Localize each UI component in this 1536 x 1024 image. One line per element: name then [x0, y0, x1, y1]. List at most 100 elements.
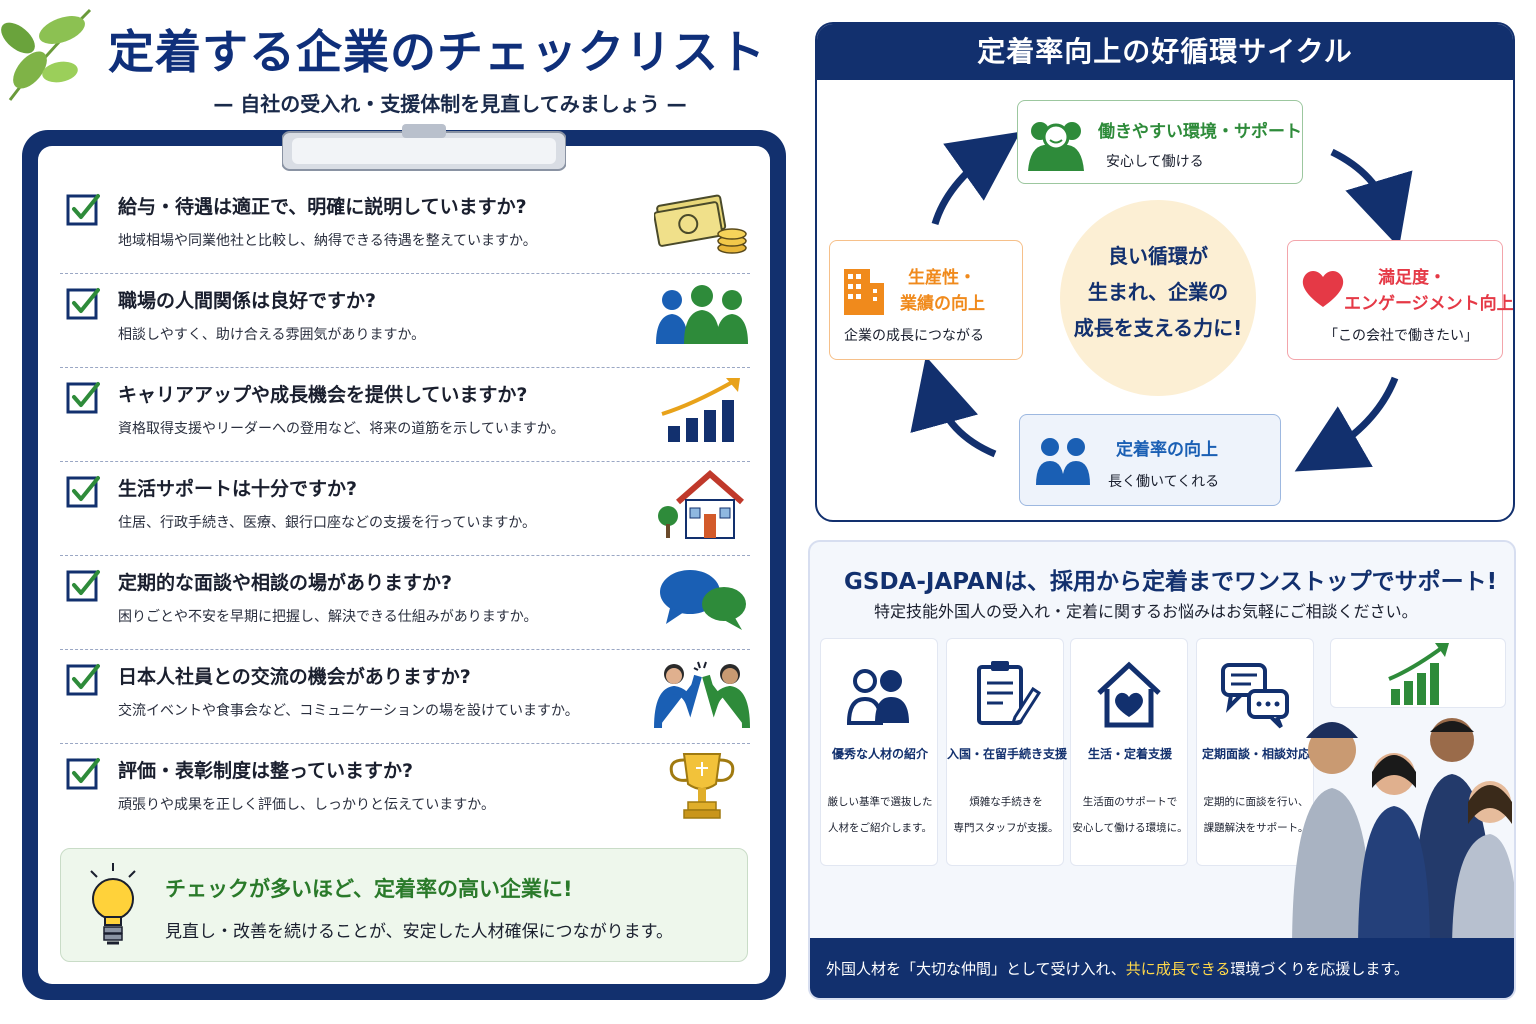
clipboard-pen-icon — [969, 659, 1042, 731]
service-name: 入国・在留手続き支援 — [947, 747, 1068, 761]
support-panel: GSDA-JAPANは、採用から定着までワンストップでサポート! 特定技能外国人… — [808, 540, 1516, 1000]
footer-highlight: 共に成長できる — [1125, 960, 1231, 978]
workers-photo-icon — [1292, 718, 1514, 952]
clipboard-clip-icon — [282, 124, 566, 171]
support-subtitle: 特定技能外国人の受入れ・定着に関するお悩みはお気軽にご相談ください。 — [874, 602, 1418, 621]
checklist-description: 交流イベントや食事会など、コミュニケーションの場を設けていますか。 — [118, 703, 579, 719]
page-title: 定着する企業のチェックリスト — [108, 25, 766, 79]
cycle-node-title: 生産性・ — [908, 268, 976, 288]
service-description-line: 人材をご紹介します。 — [828, 822, 932, 834]
service-description-line: 安心して働ける環境に。 — [1072, 822, 1188, 834]
checklist-description: 地域相場や同業他社と比較し、納得できる待遇を整えていますか。 — [118, 233, 537, 249]
checklist-description: 住居、行政手続き、医療、銀行口座などの支援を行っていますか。 — [118, 515, 537, 531]
cycle-node-retention: 定着率の向上 長く働いてくれる — [1019, 414, 1281, 506]
clipboard-paper — [38, 146, 770, 984]
cycle-center-line: 良い循環が — [1108, 244, 1208, 268]
checklist-item: 職場の人間関係は良好ですか? 相談しやすく、助け合える雰囲気がありますか。 — [60, 274, 750, 368]
checkbox-checked-icon[interactable] — [66, 286, 100, 320]
checkbox-checked-icon[interactable] — [66, 662, 100, 696]
service-description-line: 生活面のサポートで — [1082, 796, 1178, 808]
service-description-line: 煩雑な手続きを — [969, 796, 1043, 808]
people-icon — [654, 280, 750, 352]
money-icon — [653, 186, 750, 258]
service-card: 入国・在留手続き支援煩雑な手続きを専門スタッフが支援。 — [946, 638, 1068, 866]
house-heart-icon — [1093, 659, 1165, 731]
service-card: 優秀な人材の紹介厳しい基準で選抜した人材をご紹介します。 — [820, 638, 938, 866]
checklist-item: キャリアアップや成長機会を提供していますか? 資格取得支援やリーダーへの登用など、… — [60, 368, 750, 462]
cycle-node-sub: 企業の成長につながる — [844, 328, 984, 344]
support-footer: 外国人材を「大切な仲間」として受け入れ、共に成長できる環境づくりを応援します。 — [810, 938, 1514, 998]
leaf-decoration-icon — [1, 8, 92, 101]
checklist-question: 職場の人間関係は良好ですか? — [118, 290, 377, 312]
lightbulb-icon — [90, 863, 136, 945]
tip-title: チェックが多いほど、定着率の高い企業に! — [165, 877, 573, 901]
footer-text: 外国人材を「大切な仲間」として受け入れ、 — [826, 960, 1126, 978]
high-five-icon — [654, 656, 750, 729]
service-description: 定期的に面談を行い、課題解決をサポート。 — [1197, 789, 1315, 841]
checklist: 給与・待遇は適正で、明確に説明していますか? 地域相場や同業他社と比較し、納得でき… — [60, 180, 750, 838]
cycle-node-sub: 長く働いてくれる — [1108, 474, 1220, 490]
cycle-node-productivity: 生産性・ 業績の向上 企業の成長につながる — [829, 240, 1023, 360]
service-description-line: 課題解決をサポート。 — [1203, 822, 1309, 834]
service-card: 生活・定着支援生活面のサポートで安心して働ける環境に。 — [1070, 638, 1188, 866]
tip-text: 見直し・改善を続けることが、安定した人材確保につながります。 — [165, 922, 673, 942]
support-title: GSDA-JAPANは、採用から定着までワンストップでサポート! — [844, 569, 1498, 595]
service-card — [1330, 638, 1506, 708]
checkbox-checked-icon[interactable] — [66, 474, 100, 508]
checklist-item: 給与・待遇は適正で、明確に説明していますか? 地域相場や同業他社と比較し、納得でき… — [60, 180, 750, 274]
service-description-line: 専門スタッフが支援。 — [953, 822, 1059, 834]
cycle-arrows-icon — [910, 131, 1413, 472]
checkbox-checked-icon[interactable] — [66, 192, 100, 226]
checklist-description: 相談しやすく、助け合える雰囲気がありますか。 — [118, 327, 426, 343]
cycle-center: 良い循環が 生まれ、企業の 成長を支える力に! — [1060, 200, 1256, 396]
checkbox-checked-icon[interactable] — [66, 756, 100, 790]
house-icon — [654, 468, 750, 540]
service-name: 優秀な人材の紹介 — [831, 747, 928, 761]
cycle-center-line: 成長を支える力に! — [1073, 316, 1243, 340]
cycle-node-satisfaction: 満足度・ エンゲージメント向上 「この会社で働きたい」 — [1287, 240, 1513, 360]
tip-box: チェックが多いほど、定着率の高い企業に! 見直し・改善を続けることが、安定した人… — [60, 848, 748, 962]
checkbox-checked-icon[interactable] — [66, 568, 100, 602]
speech-bubbles-icon — [654, 562, 750, 634]
checklist-question: キャリアアップや成長機会を提供していますか? — [118, 384, 528, 406]
cycle-node-sub: 安心して働ける — [1106, 154, 1204, 170]
cycle-node-sub: 「この会社で働きたい」 — [1324, 328, 1478, 344]
building-icon — [844, 269, 884, 315]
service-description: 厳しい基準で選抜した人材をご紹介します。 — [821, 789, 939, 841]
checklist-item: 評価・表彰制度は整っていますか? 頑張りや成果を正しく評価し、しっかりと伝えていま… — [60, 744, 750, 838]
people-icon — [1036, 438, 1090, 485]
cycle-node-title: エンゲージメント向上 — [1344, 294, 1514, 314]
checklist-question: 生活サポートは十分ですか? — [118, 478, 358, 500]
support-staff-icon — [1028, 122, 1084, 171]
service-description: 生活面のサポートで安心して働ける環境に。 — [1071, 789, 1189, 841]
page-subtitle: — 自社の受入れ・支援体制を見直してみましょう — — [213, 92, 687, 116]
cycle-node-title: 満足度・ — [1378, 268, 1446, 288]
people-icon — [843, 659, 915, 731]
cycle-center-line: 生まれ、企業の — [1087, 280, 1229, 304]
checklist-question: 評価・表彰制度は整っていますか? — [118, 760, 414, 782]
footer-text: 環境づくりを応援します。 — [1230, 960, 1409, 978]
checklist-question: 給与・待遇は適正で、明確に説明していますか? — [118, 196, 527, 218]
service-description-line: 定期的に面談を行い、 — [1203, 796, 1309, 808]
growth-chart-icon — [1383, 639, 1455, 711]
checkbox-checked-icon[interactable] — [66, 380, 100, 414]
cycle-node-environment: 働きやすい環境・サポート 安心して働ける — [1017, 100, 1303, 184]
chat-bubbles-icon — [1219, 659, 1291, 731]
checklist-question: 定期的な面談や相談の場がありますか? — [118, 572, 453, 594]
cycle-header: 定着率向上の好循環サイクル — [817, 24, 1513, 80]
cycle-node-title: 定着率の向上 — [1116, 440, 1218, 460]
cycle-center-text: 良い循環が 生まれ、企業の 成長を支える力に! — [1060, 238, 1256, 346]
heart-icon — [1302, 271, 1344, 307]
checklist-description: 困りごとや不安を早期に把握し、解決できる仕組みがありますか。 — [118, 609, 538, 625]
checklist-item: 日本人社員との交流の機会がありますか? 交流イベントや食事会など、コミュニケーショ… — [60, 650, 750, 744]
checklist-description: 資格取得支援やリーダーへの登用など、将来の道筋を示していますか。 — [118, 421, 565, 437]
cycle-node-title: 働きやすい環境・サポート — [1098, 122, 1302, 142]
cycle-node-title: 業績の向上 — [900, 294, 985, 314]
checklist-question: 日本人社員との交流の機会がありますか? — [118, 666, 471, 688]
checklist-description: 頑張りや成果を正しく評価し、しっかりと伝えていますか。 — [118, 797, 496, 813]
checklist-item: 定期的な面談や相談の場がありますか? 困りごとや不安を早期に把握し、解決できる仕組… — [60, 556, 750, 650]
checklist-item: 生活サポートは十分ですか? 住居、行政手続き、医療、銀行口座などの支援を行っていま… — [60, 462, 750, 556]
service-name: 生活・定着支援 — [1087, 747, 1172, 761]
trophy-icon — [654, 750, 750, 822]
cycle-panel: 定着率向上の好循環サイクル 働きやすい環境・サポート 安心して働ける 満足度・ … — [815, 22, 1515, 522]
